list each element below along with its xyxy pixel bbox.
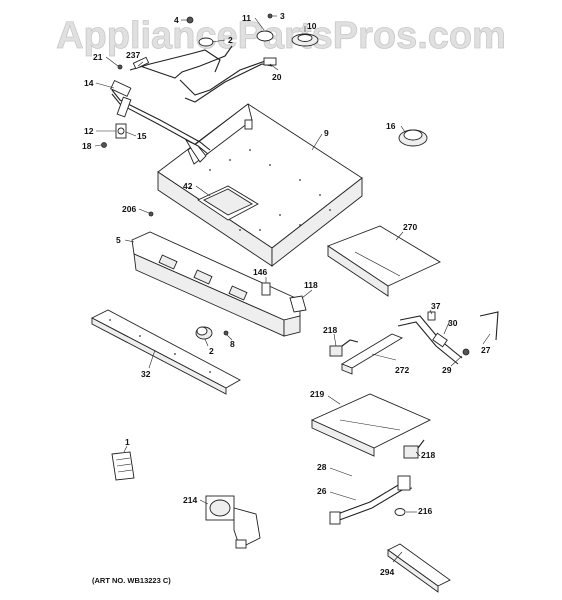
callout-labels: 4 11 3 10 2 21 237 20 14 9 16 12 15 18 4…: [82, 11, 491, 577]
part-valve-bracket: [101, 123, 127, 148]
callout-32: 32: [141, 369, 151, 379]
part-trim-strip: [91, 309, 241, 395]
callout-21: 21: [93, 52, 103, 62]
part-bake-burner: [329, 475, 413, 525]
part-burner-tubes: [117, 13, 319, 103]
part-knob: [195, 326, 229, 340]
callout-270: 270: [403, 222, 417, 232]
part-literature: [111, 451, 135, 481]
callout-26: 26: [317, 486, 327, 496]
art-number: (ART NO. WB13223 C): [92, 576, 171, 585]
callout-37: 37: [431, 301, 441, 311]
callout-214: 214: [183, 495, 197, 505]
callout-219: 219: [310, 389, 324, 399]
part-igniter-lower: [403, 439, 425, 459]
callout-3: 3: [280, 11, 285, 21]
part-heat-shield-upper: [327, 225, 441, 297]
part-igniter-switch: [261, 282, 271, 296]
callout-272: 272: [395, 365, 409, 375]
part-nut: [394, 508, 406, 516]
callout-12: 12: [84, 126, 94, 136]
callout-8: 8: [230, 339, 235, 349]
callout-237: 237: [126, 50, 140, 60]
callout-2-knob: 2: [209, 346, 214, 356]
part-igniter-upper: [329, 339, 359, 357]
part-manifold: [110, 79, 211, 163]
callout-218-upper: 218: [323, 325, 337, 335]
part-burner-cap: [398, 129, 428, 147]
callout-20: 20: [272, 72, 282, 82]
part-burner-box: [157, 103, 363, 267]
part-front-panel: [131, 231, 301, 337]
callout-1: 1: [125, 437, 130, 447]
callout-15: 15: [137, 131, 147, 141]
part-screw: [148, 211, 154, 217]
callout-18: 18: [82, 141, 92, 151]
callout-294: 294: [380, 567, 394, 577]
part-latch: [289, 295, 307, 313]
callout-10: 10: [307, 21, 317, 31]
part-bottom-bracket: [387, 543, 451, 593]
callout-16: 16: [386, 121, 396, 131]
callout-29: 29: [442, 365, 452, 375]
callout-2-top: 2: [228, 35, 233, 45]
callout-216: 216: [418, 506, 432, 516]
callout-9: 9: [324, 128, 329, 138]
callout-146: 146: [253, 267, 267, 277]
callout-28: 28: [317, 462, 327, 472]
callout-206: 206: [122, 204, 136, 214]
part-pressure-regulator: [205, 495, 261, 549]
callout-27: 27: [481, 345, 491, 355]
callout-4: 4: [174, 15, 179, 25]
watermark-text: AppliancePartsPros.com: [56, 15, 506, 57]
part-oven-burner-tube: [397, 311, 499, 365]
callout-11: 11: [242, 13, 251, 23]
part-baffle-upper: [340, 333, 404, 375]
callout-30: 30: [448, 318, 458, 328]
leader-lines: [94, 15, 491, 563]
part-heat-shield-lower: [310, 393, 432, 457]
callout-42: 42: [183, 181, 193, 191]
callout-5: 5: [116, 235, 121, 245]
callout-14: 14: [84, 78, 94, 88]
callout-118: 118: [304, 280, 318, 290]
callout-218-lower: 218: [421, 450, 435, 460]
